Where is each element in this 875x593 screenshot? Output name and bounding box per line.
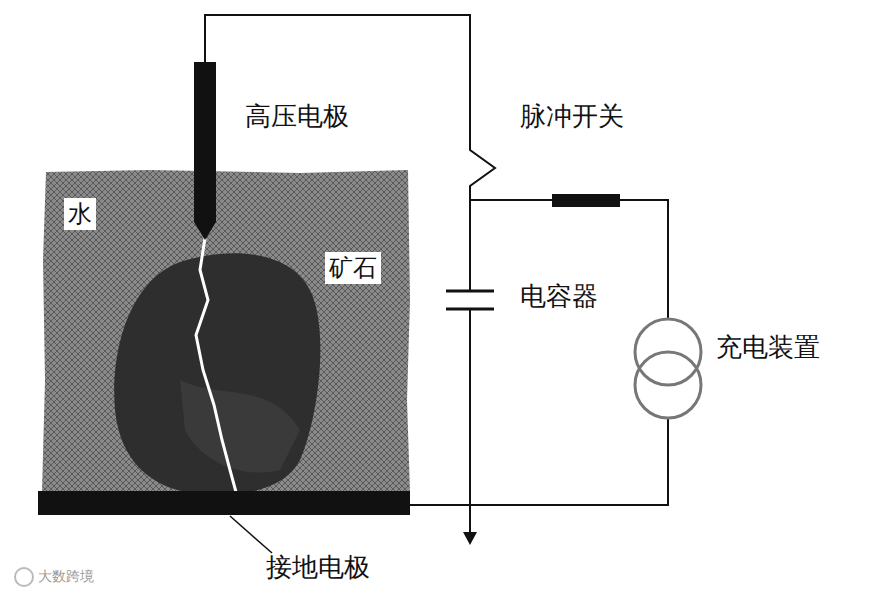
hv-electrode: [194, 62, 216, 240]
part-label: 矿石: [325, 252, 381, 284]
charger-symbol: [635, 319, 701, 418]
region-label: 水: [64, 198, 96, 230]
ground-electrode: [38, 491, 410, 515]
watermark: 大数跨境: [38, 569, 94, 584]
ore-shade: [180, 380, 300, 473]
part-label: 脉冲开关: [520, 102, 624, 131]
ore-rock: [114, 253, 320, 495]
part-label: 高压电极: [245, 102, 349, 131]
part-label: 充电装置: [716, 333, 820, 362]
part-label: 接地电极: [266, 553, 370, 582]
discharge-channel: [196, 238, 236, 492]
resistor-symbol: [552, 194, 620, 207]
part-label: 电容器: [520, 282, 598, 311]
capacitor-symbol: [446, 291, 494, 309]
circuit-wire: [205, 15, 668, 553]
watermark-logo: [15, 568, 33, 586]
ground-arrow: [463, 532, 477, 545]
